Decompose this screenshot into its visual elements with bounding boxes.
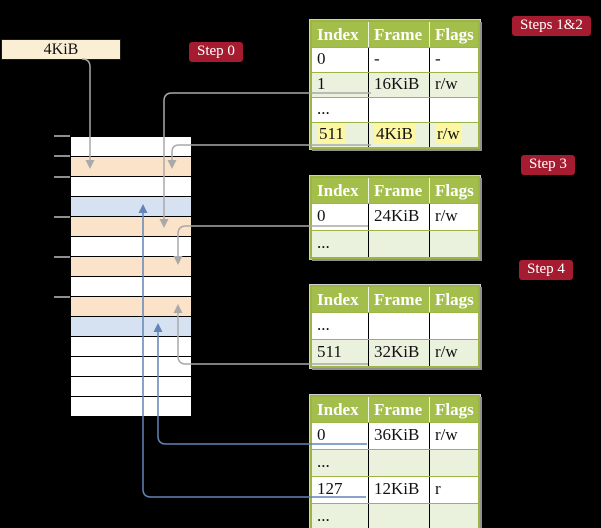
table-cell: 12KiB xyxy=(368,477,429,503)
memory-tick-5 xyxy=(54,296,70,298)
memory-frame-row-9 xyxy=(71,317,191,337)
table-cell xyxy=(429,231,478,257)
table-row: ... xyxy=(312,97,478,122)
table-row: 511 4KiB r/w xyxy=(312,122,478,147)
column-header-flags: Flags xyxy=(429,397,478,422)
table-cell xyxy=(368,98,429,122)
column-header-index: Index xyxy=(317,25,359,44)
column-header-flags: Flags xyxy=(429,22,478,47)
memory-tick-2 xyxy=(54,176,70,178)
table-cell: 0 xyxy=(317,206,326,225)
table-cell: 0 xyxy=(317,425,326,444)
step-4-label: Step 4 xyxy=(519,260,573,280)
table-cell xyxy=(368,450,429,476)
table-cell: 16KiB xyxy=(368,73,429,97)
table-cell: 127 xyxy=(317,479,343,498)
table-cell: 24KiB xyxy=(368,204,429,230)
table-cell: r/w xyxy=(429,340,478,366)
step-3-label: Step 3 xyxy=(521,155,575,175)
table-row: ... xyxy=(312,503,478,528)
table-row: ... xyxy=(312,230,478,257)
column-header-frame: Frame xyxy=(368,287,429,312)
memory-frame-row-5 xyxy=(71,237,191,257)
column-header-index: Index xyxy=(317,290,359,309)
column-header-frame: Frame xyxy=(368,397,429,422)
memory-frame-row-4 xyxy=(71,217,191,237)
memory-frame-row-11 xyxy=(71,357,191,377)
table-cell: r/w xyxy=(429,204,478,230)
memory-tick-4 xyxy=(54,256,70,258)
table-cell: 511 xyxy=(317,342,342,361)
table-cell: ... xyxy=(317,233,330,252)
table-cell: 1 xyxy=(317,74,326,93)
root-frame-box: 4KiB xyxy=(1,39,121,60)
table-cell: - xyxy=(368,48,429,72)
table-cell: ... xyxy=(317,99,330,118)
table-cell: 511 xyxy=(312,123,368,147)
table-row: ... xyxy=(312,312,478,339)
memory-frame-row-8 xyxy=(71,297,191,317)
table-cell: r xyxy=(429,477,478,503)
table-cell xyxy=(429,450,478,476)
table-cell xyxy=(368,504,429,528)
table-cell: ... xyxy=(317,452,330,471)
table-cell: r/w xyxy=(429,123,478,147)
physical-memory-column xyxy=(70,136,192,417)
highlighted-value: 4KiB xyxy=(374,124,415,143)
table-cell xyxy=(368,231,429,257)
column-header-frame: Frame xyxy=(368,22,429,47)
memory-frame-row-0 xyxy=(71,137,191,157)
table-cell: r/w xyxy=(429,73,478,97)
table-cell xyxy=(429,313,478,339)
memory-tick-0 xyxy=(54,135,70,137)
memory-tick-1 xyxy=(54,155,70,157)
table-cell: - xyxy=(429,48,478,72)
table-cell xyxy=(429,98,478,122)
table-cell: 0 xyxy=(317,49,326,68)
memory-frame-row-13 xyxy=(71,397,191,416)
table-cell: ... xyxy=(317,506,330,525)
memory-tick-3 xyxy=(54,216,70,218)
memory-frame-row-1 xyxy=(71,157,191,177)
steps-1-2-label: Steps 1&2 xyxy=(512,16,591,36)
highlighted-value: r/w xyxy=(435,124,462,143)
table-cell xyxy=(429,504,478,528)
memory-frame-row-10 xyxy=(71,337,191,357)
table-cell: 4KiB xyxy=(368,123,429,147)
column-header-index: Index xyxy=(317,181,359,200)
highlighted-value: 511 xyxy=(317,124,346,143)
memory-frame-row-12 xyxy=(71,377,191,397)
table-cell: r/w xyxy=(429,423,478,449)
table-cell: ... xyxy=(317,315,330,334)
memory-frame-row-3 xyxy=(71,197,191,217)
table-cell: 32KiB xyxy=(368,340,429,366)
table-cell xyxy=(368,313,429,339)
table-cell: 36KiB xyxy=(368,423,429,449)
step-0-label: Step 0 xyxy=(189,42,243,62)
memory-frame-row-6 xyxy=(71,257,191,277)
memory-frame-row-2 xyxy=(71,177,191,197)
column-header-index: Index xyxy=(317,400,359,419)
column-header-frame: Frame xyxy=(368,178,429,203)
column-header-flags: Flags xyxy=(429,178,478,203)
column-header-flags: Flags xyxy=(429,287,478,312)
memory-frame-row-7 xyxy=(71,277,191,297)
table-row: ... xyxy=(312,449,478,476)
table-row: 0 -- xyxy=(312,47,478,72)
